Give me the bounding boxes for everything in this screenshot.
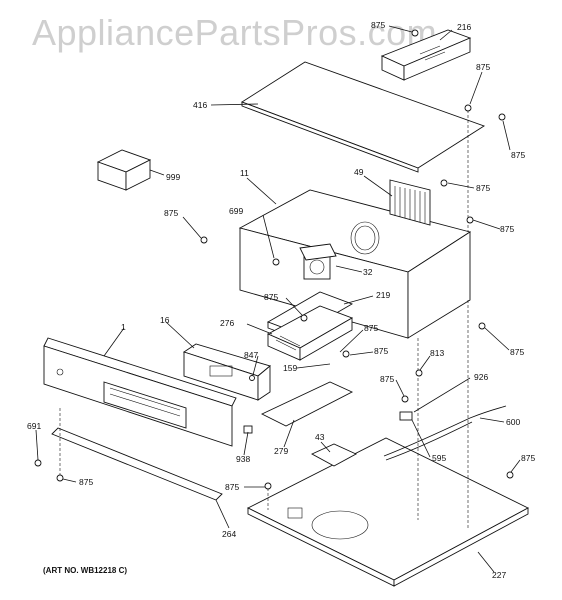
part-216-trim xyxy=(380,29,472,81)
part-32-motor xyxy=(299,243,337,280)
callout-600: 600 xyxy=(506,417,520,427)
part-1-control-panel xyxy=(43,337,237,447)
callout-595: 595 xyxy=(432,453,446,463)
art-number: (ART NO. WB12218 C) xyxy=(43,566,128,575)
callout-875: 875 xyxy=(79,477,93,487)
callout-875: 875 xyxy=(476,183,490,193)
leader-lines xyxy=(35,25,521,573)
callout-875: 875 xyxy=(380,374,394,384)
callout-219: 219 xyxy=(376,290,390,300)
callout-16: 16 xyxy=(160,315,170,325)
part-999-box xyxy=(96,149,152,191)
part-harness xyxy=(383,405,507,461)
callout-875: 875 xyxy=(476,62,490,72)
part-264-trim xyxy=(51,427,223,501)
callout-11: 11 xyxy=(240,168,249,178)
callout-416: 416 xyxy=(193,100,207,110)
callout-216: 216 xyxy=(457,22,471,32)
callout-691: 691 xyxy=(27,421,41,431)
callout-49: 49 xyxy=(354,167,364,177)
callout-875: 875 xyxy=(164,208,178,218)
callout-276: 276 xyxy=(220,318,234,328)
callout-159: 159 xyxy=(283,363,297,373)
callout-875: 875 xyxy=(264,292,278,302)
watermark: AppliancePartsPros.com xyxy=(32,12,438,53)
part-16-control xyxy=(182,343,271,401)
part-276-board xyxy=(266,305,354,361)
callout-699: 699 xyxy=(229,206,243,216)
callout-938: 938 xyxy=(236,454,250,464)
part-11-housing xyxy=(238,189,472,339)
callout-43: 43 xyxy=(315,432,325,442)
callout-875: 875 xyxy=(225,482,239,492)
callout-labels: 875 216 875 416 875 999 11 49 875 699 87… xyxy=(27,20,535,580)
callout-875: 875 xyxy=(500,224,514,234)
callout-875: 875 xyxy=(521,453,535,463)
callout-875: 875 xyxy=(371,20,385,30)
part-227-tray xyxy=(246,437,529,587)
callout-847: 847 xyxy=(244,350,258,360)
callout-813: 813 xyxy=(430,348,444,358)
callout-1: 1 xyxy=(121,322,126,332)
part-279-panel xyxy=(260,381,354,427)
callout-264: 264 xyxy=(222,529,236,539)
callout-875: 875 xyxy=(364,323,378,333)
callout-875: 875 xyxy=(374,346,388,356)
callout-227: 227 xyxy=(492,570,506,580)
part-416-top-panel xyxy=(240,61,486,173)
callout-875: 875 xyxy=(511,150,525,160)
callout-32: 32 xyxy=(363,267,373,277)
callout-875: 875 xyxy=(510,347,524,357)
callout-926: 926 xyxy=(474,372,488,382)
callout-999: 999 xyxy=(166,172,180,182)
part-49-grille xyxy=(389,179,431,226)
callout-279: 279 xyxy=(274,446,288,456)
